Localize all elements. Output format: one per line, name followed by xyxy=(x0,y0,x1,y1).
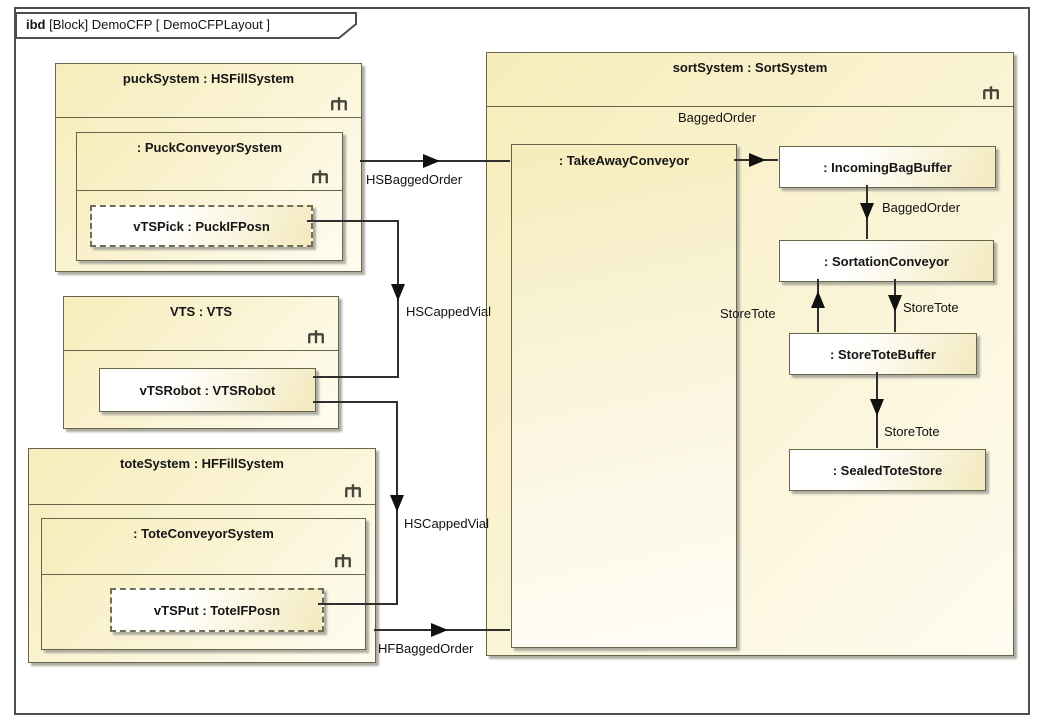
part-storetotebuffer[interactable]: : StoreToteBuffer xyxy=(789,333,977,375)
block-sortsystem-name: sortSystem : SortSystem xyxy=(672,60,828,75)
block-toteconveyorsystem[interactable]: : ToteConveyorSystem vTSPut : ToteIFPosn xyxy=(41,518,366,650)
structure-icon xyxy=(345,484,361,498)
flow-label-hfbaggedorder[interactable]: HFBaggedOrder xyxy=(378,641,474,656)
flow-label-hscappedvial2[interactable]: HSCappedVial xyxy=(404,516,490,531)
part-vtsrobot-name: vTSRobot : VTSRobot xyxy=(139,382,276,398)
block-puckconveyorsystem-name: : PuckConveyorSystem xyxy=(136,140,283,155)
flow-label-storetote-up[interactable]: StoreTote xyxy=(720,306,776,321)
flow-arrow-up-icon[interactable] xyxy=(811,291,825,308)
block-totesystem-name: toteSystem : HFFillSystem xyxy=(120,456,284,471)
part-vtsput[interactable]: vTSPut : ToteIFPosn xyxy=(110,588,324,632)
part-sortationconveyor[interactable]: : SortationConveyor xyxy=(779,240,994,282)
block-sortsystem[interactable]: sortSystem : SortSystem : TakeAwayConvey… xyxy=(486,52,1014,656)
flow-arrow-down-icon[interactable] xyxy=(888,295,902,312)
flow-label-storetote-down[interactable]: StoreTote xyxy=(903,300,959,315)
flow-arrow-down-icon[interactable] xyxy=(860,203,874,220)
connector-hscappedvial1-seg1[interactable] xyxy=(307,220,399,222)
structure-icon xyxy=(331,97,347,111)
part-sealedtotestore[interactable]: : SealedToteStore xyxy=(789,449,986,491)
part-takeawayconveyor-name: : TakeAwayConveyor xyxy=(558,153,690,168)
flow-label-baggedorder-top[interactable]: BaggedOrder xyxy=(678,110,757,125)
diagram-kind: ibd xyxy=(26,17,46,32)
flow-arrow-right-icon[interactable] xyxy=(749,153,766,167)
part-storetotebuffer-name: : StoreToteBuffer xyxy=(830,346,936,362)
flow-arrow-down-icon[interactable] xyxy=(390,495,404,512)
flow-arrow-right-icon[interactable] xyxy=(431,623,448,637)
flow-label-baggedorder-mid[interactable]: BaggedOrder xyxy=(882,200,961,215)
block-pucksystem[interactable]: puckSystem : HSFillSystem : PuckConveyor… xyxy=(55,63,362,272)
flow-arrow-down-icon[interactable] xyxy=(391,284,405,301)
block-totesystem[interactable]: toteSystem : HFFillSystem : ToteConveyor… xyxy=(28,448,376,663)
part-vtspick[interactable]: vTSPick : PuckIFPosn xyxy=(90,205,313,247)
structure-icon xyxy=(308,330,324,344)
diagram-tab-label: ibd [Block] DemoCFP [ DemoCFPLayout ] xyxy=(26,13,270,37)
structure-icon xyxy=(983,86,999,100)
block-toteconveyorsystem-name: : ToteConveyorSystem xyxy=(133,526,274,541)
part-sealedtotestore-name: : SealedToteStore xyxy=(832,462,943,478)
block-vts[interactable]: VTS : VTS vTSRobot : VTSRobot xyxy=(63,296,339,429)
structure-icon xyxy=(312,170,328,184)
part-vtsrobot[interactable]: vTSRobot : VTSRobot xyxy=(99,368,316,412)
connector-hscappedvial2-seg3[interactable] xyxy=(318,603,398,605)
flow-label-hscappedvial1[interactable]: HSCappedVial xyxy=(406,304,492,319)
part-takeawayconveyor[interactable]: : TakeAwayConveyor xyxy=(511,144,737,648)
flow-label-storetote-bottom[interactable]: StoreTote xyxy=(884,424,940,439)
connector-hscappedvial2-seg1[interactable] xyxy=(313,401,398,403)
connector-hscappedvial1-seg3[interactable] xyxy=(313,376,399,378)
diagram-tab xyxy=(15,12,357,39)
flow-label-hsbaggedorder[interactable]: HSBaggedOrder xyxy=(366,172,463,187)
part-vtspick-name: vTSPick : PuckIFPosn xyxy=(133,218,270,234)
block-puckconveyorsystem[interactable]: : PuckConveyorSystem vTSPick : PuckIFPos… xyxy=(76,132,343,261)
flow-arrow-right-icon[interactable] xyxy=(423,154,440,168)
block-vts-name: VTS : VTS xyxy=(169,304,233,319)
part-incomingbagbuffer-name: : IncomingBagBuffer xyxy=(823,159,952,175)
part-sortationconveyor-name: : SortationConveyor xyxy=(824,253,949,269)
block-pucksystem-name: puckSystem : HSFillSystem xyxy=(122,71,295,86)
part-vtsput-name: vTSPut : ToteIFPosn xyxy=(153,602,281,618)
diagram-frame xyxy=(14,7,1030,715)
diagram-title: [Block] DemoCFP [ DemoCFPLayout ] xyxy=(45,17,270,32)
flow-arrow-down-icon[interactable] xyxy=(870,399,884,416)
part-incomingbagbuffer[interactable]: : IncomingBagBuffer xyxy=(779,146,996,188)
structure-icon xyxy=(335,554,351,568)
